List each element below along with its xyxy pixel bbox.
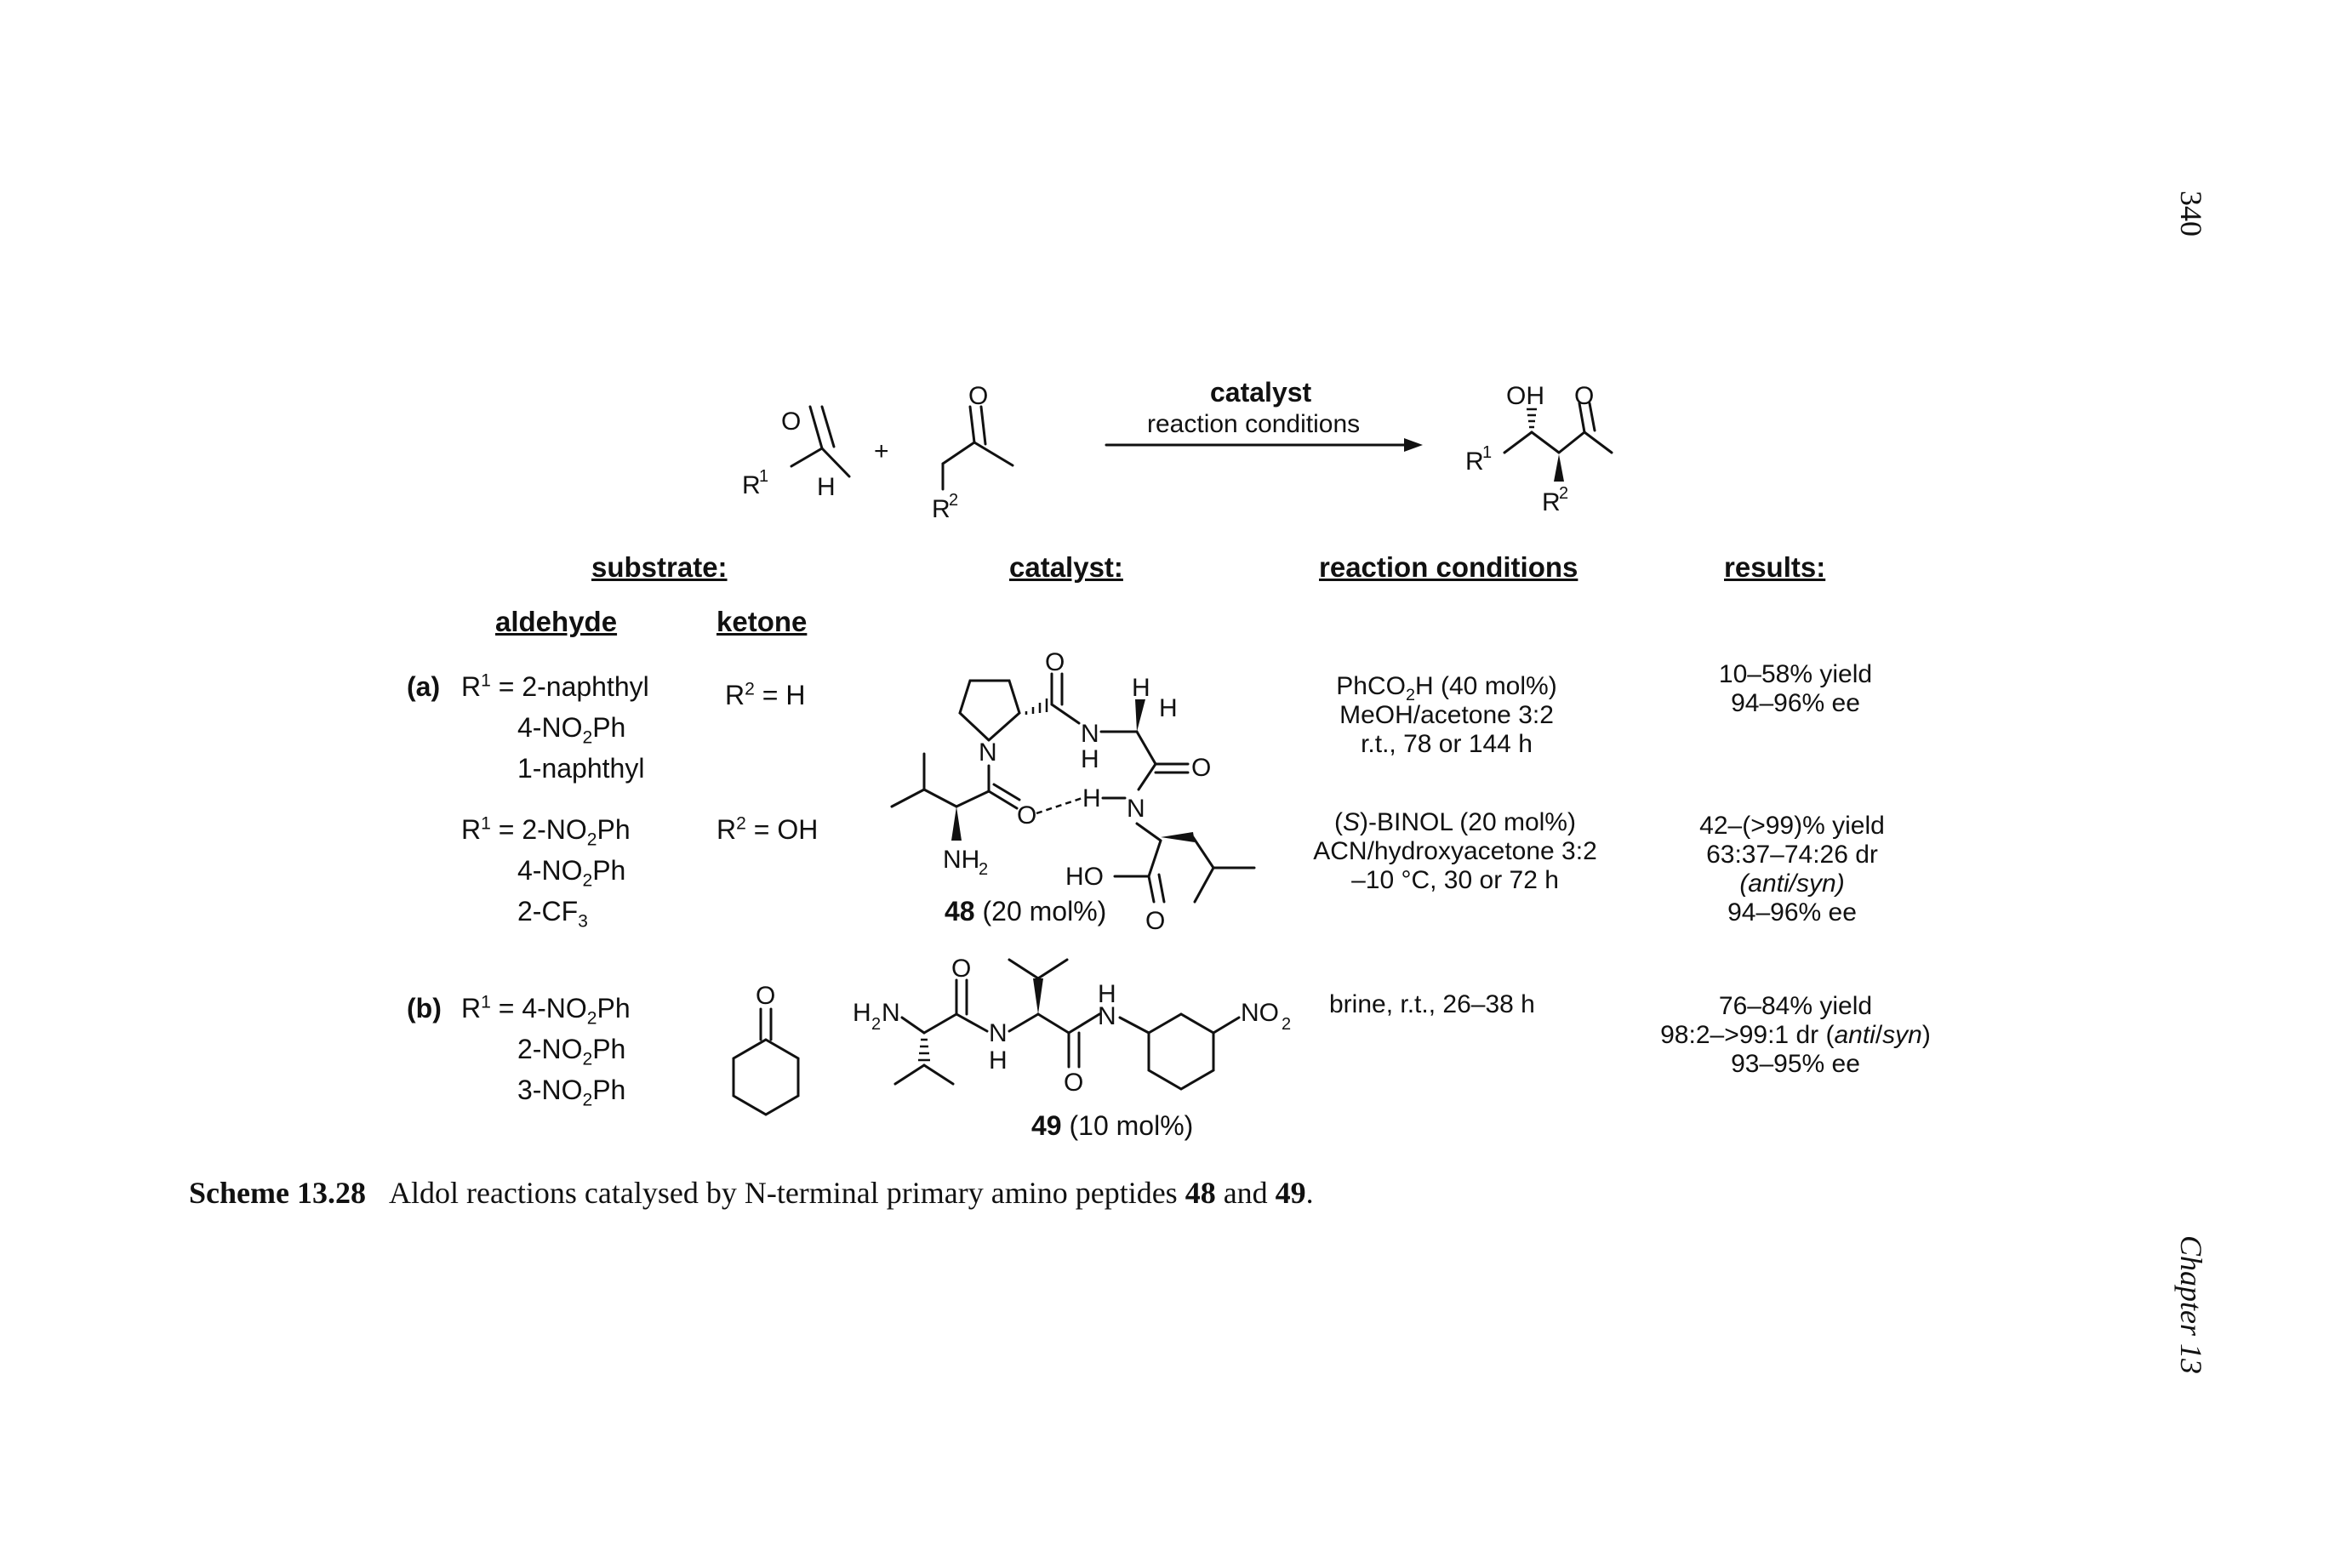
- reaction-arrow: [1105, 438, 1423, 452]
- header-results: results:: [1724, 551, 1826, 583]
- svg-text:2: 2: [1282, 1015, 1291, 1034]
- svg-text:N: N: [1081, 720, 1099, 748]
- svg-text:O: O: [756, 982, 775, 1010]
- svg-text:HO: HO: [1065, 863, 1104, 891]
- svg-text:H: H: [1081, 745, 1099, 773]
- catalyst-49-label: 49 (10 mol%): [1031, 1110, 1194, 1141]
- row-b-results: 76–84% yield 98:2–>99:1 dr (anti/syn) 93…: [1660, 992, 1931, 1078]
- arrow-top-label: catalyst: [1210, 377, 1312, 408]
- product-r2: R: [1542, 488, 1561, 516]
- row-a-r1-second: R1 = 2-NO2Ph: [461, 813, 631, 850]
- ketone-r: R: [932, 495, 951, 523]
- product-oh: OH: [1506, 382, 1544, 410]
- ketone-o: O: [968, 382, 988, 410]
- caption-text: Aldol reactions catalysed by N-terminal …: [388, 1176, 1178, 1210]
- svg-text:H: H: [853, 999, 871, 1027]
- svg-text:NH: NH: [943, 846, 979, 874]
- svg-text:N: N: [989, 1019, 1008, 1047]
- svg-text:NO: NO: [1241, 999, 1279, 1027]
- svg-text:H: H: [1082, 784, 1101, 813]
- row-a-r1-second-item-2: 4-NO2Ph: [517, 855, 626, 891]
- row-a-r2-oh: R2 = OH: [716, 813, 819, 845]
- row-a-results-2: 42–(>99)% yield 63:37–74:26 dr (anti/syn…: [1699, 812, 1885, 927]
- svg-text:H: H: [1159, 694, 1178, 722]
- header-substrate: substrate:: [591, 551, 728, 583]
- svg-text:O: O: [1045, 648, 1065, 676]
- svg-text:O: O: [951, 955, 971, 983]
- row-a-r2-h: R2 = H: [725, 679, 806, 710]
- cyclohexanone-structure: O: [732, 982, 800, 1116]
- svg-text:N: N: [882, 999, 900, 1027]
- aldehyde-o: O: [781, 408, 801, 436]
- aldehyde-r: R: [742, 471, 761, 499]
- product-r1-sup: 1: [1482, 443, 1492, 462]
- product-r1: R: [1465, 448, 1484, 476]
- svg-text:N: N: [979, 738, 997, 767]
- row-a-r1-second-item-3: 2-CF3: [517, 896, 588, 932]
- catalyst-48-label: 48 (20 mol%): [945, 896, 1107, 927]
- header-reaction-conditions: reaction conditions: [1319, 551, 1578, 583]
- ketone-structure: O R 2: [932, 382, 1014, 523]
- scheme-caption: Scheme 13.28 Aldol reactions catalysed b…: [189, 1176, 1314, 1210]
- catalyst-49-structure: H 2 N O N H O H N NO 2: [853, 955, 1291, 1097]
- svg-text:H: H: [1132, 674, 1150, 702]
- svg-text:2: 2: [871, 1015, 881, 1034]
- svg-text:O: O: [1145, 907, 1165, 935]
- catalyst-48-structure: O N H H H O N N O H NH 2: [890, 648, 1256, 935]
- row-a-results-1: 10–58% yield 94–96% ee: [1718, 660, 1873, 717]
- caption-label: Scheme 13.28: [189, 1176, 366, 1210]
- aldehyde-r-sup: 1: [759, 467, 768, 486]
- product-structure: OH O R 1 R 2: [1465, 382, 1613, 516]
- svg-text:O: O: [1017, 801, 1036, 830]
- row-a-r1-first: R1 = 2-naphthyl: [461, 670, 649, 702]
- svg-text:O: O: [1191, 754, 1211, 782]
- row-b-r1-item-3: 3-NO2Ph: [517, 1075, 626, 1110]
- svg-text:N: N: [1127, 795, 1145, 823]
- row-b-conditions: brine, r.t., 26–38 h: [1329, 990, 1535, 1018]
- svg-text:N: N: [1098, 1002, 1116, 1030]
- product-r2-sup: 2: [1559, 484, 1568, 503]
- header-catalyst: catalyst:: [1009, 551, 1123, 583]
- row-b-label: (b): [407, 993, 442, 1023]
- ketone-r-sup: 2: [949, 491, 958, 510]
- aldehyde-h: H: [817, 473, 836, 501]
- svg-text:H: H: [1098, 980, 1116, 1008]
- product-o: O: [1574, 382, 1594, 410]
- header-aldehyde: aldehyde: [495, 606, 618, 637]
- row-b-r1: R1 = 4-NO2Ph: [461, 992, 631, 1029]
- row-a-r1-item-2: 4-NO2Ph: [517, 712, 626, 748]
- row-a-r1-item-3: 1-naphthyl: [517, 753, 645, 784]
- row-b-r1-item-2: 2-NO2Ph: [517, 1034, 626, 1069]
- arrow-bottom-label: reaction conditions: [1147, 410, 1361, 438]
- row-a-conditions-2: (S)-BINOL (20 mol%) ACN/hydroxyacetone 3…: [1313, 808, 1597, 894]
- aldehyde-structure: O R 1 H: [742, 405, 851, 501]
- svg-text:2: 2: [979, 860, 988, 879]
- svg-text:H: H: [989, 1046, 1008, 1075]
- scheme-plus: +: [874, 437, 889, 465]
- row-a-conditions-1: PhCO2H (40 mol%) MeOH/acetone 3:2 r.t., …: [1336, 672, 1557, 758]
- header-ketone: ketone: [716, 606, 808, 637]
- row-a-label: (a): [407, 671, 441, 702]
- svg-text:O: O: [1064, 1069, 1083, 1097]
